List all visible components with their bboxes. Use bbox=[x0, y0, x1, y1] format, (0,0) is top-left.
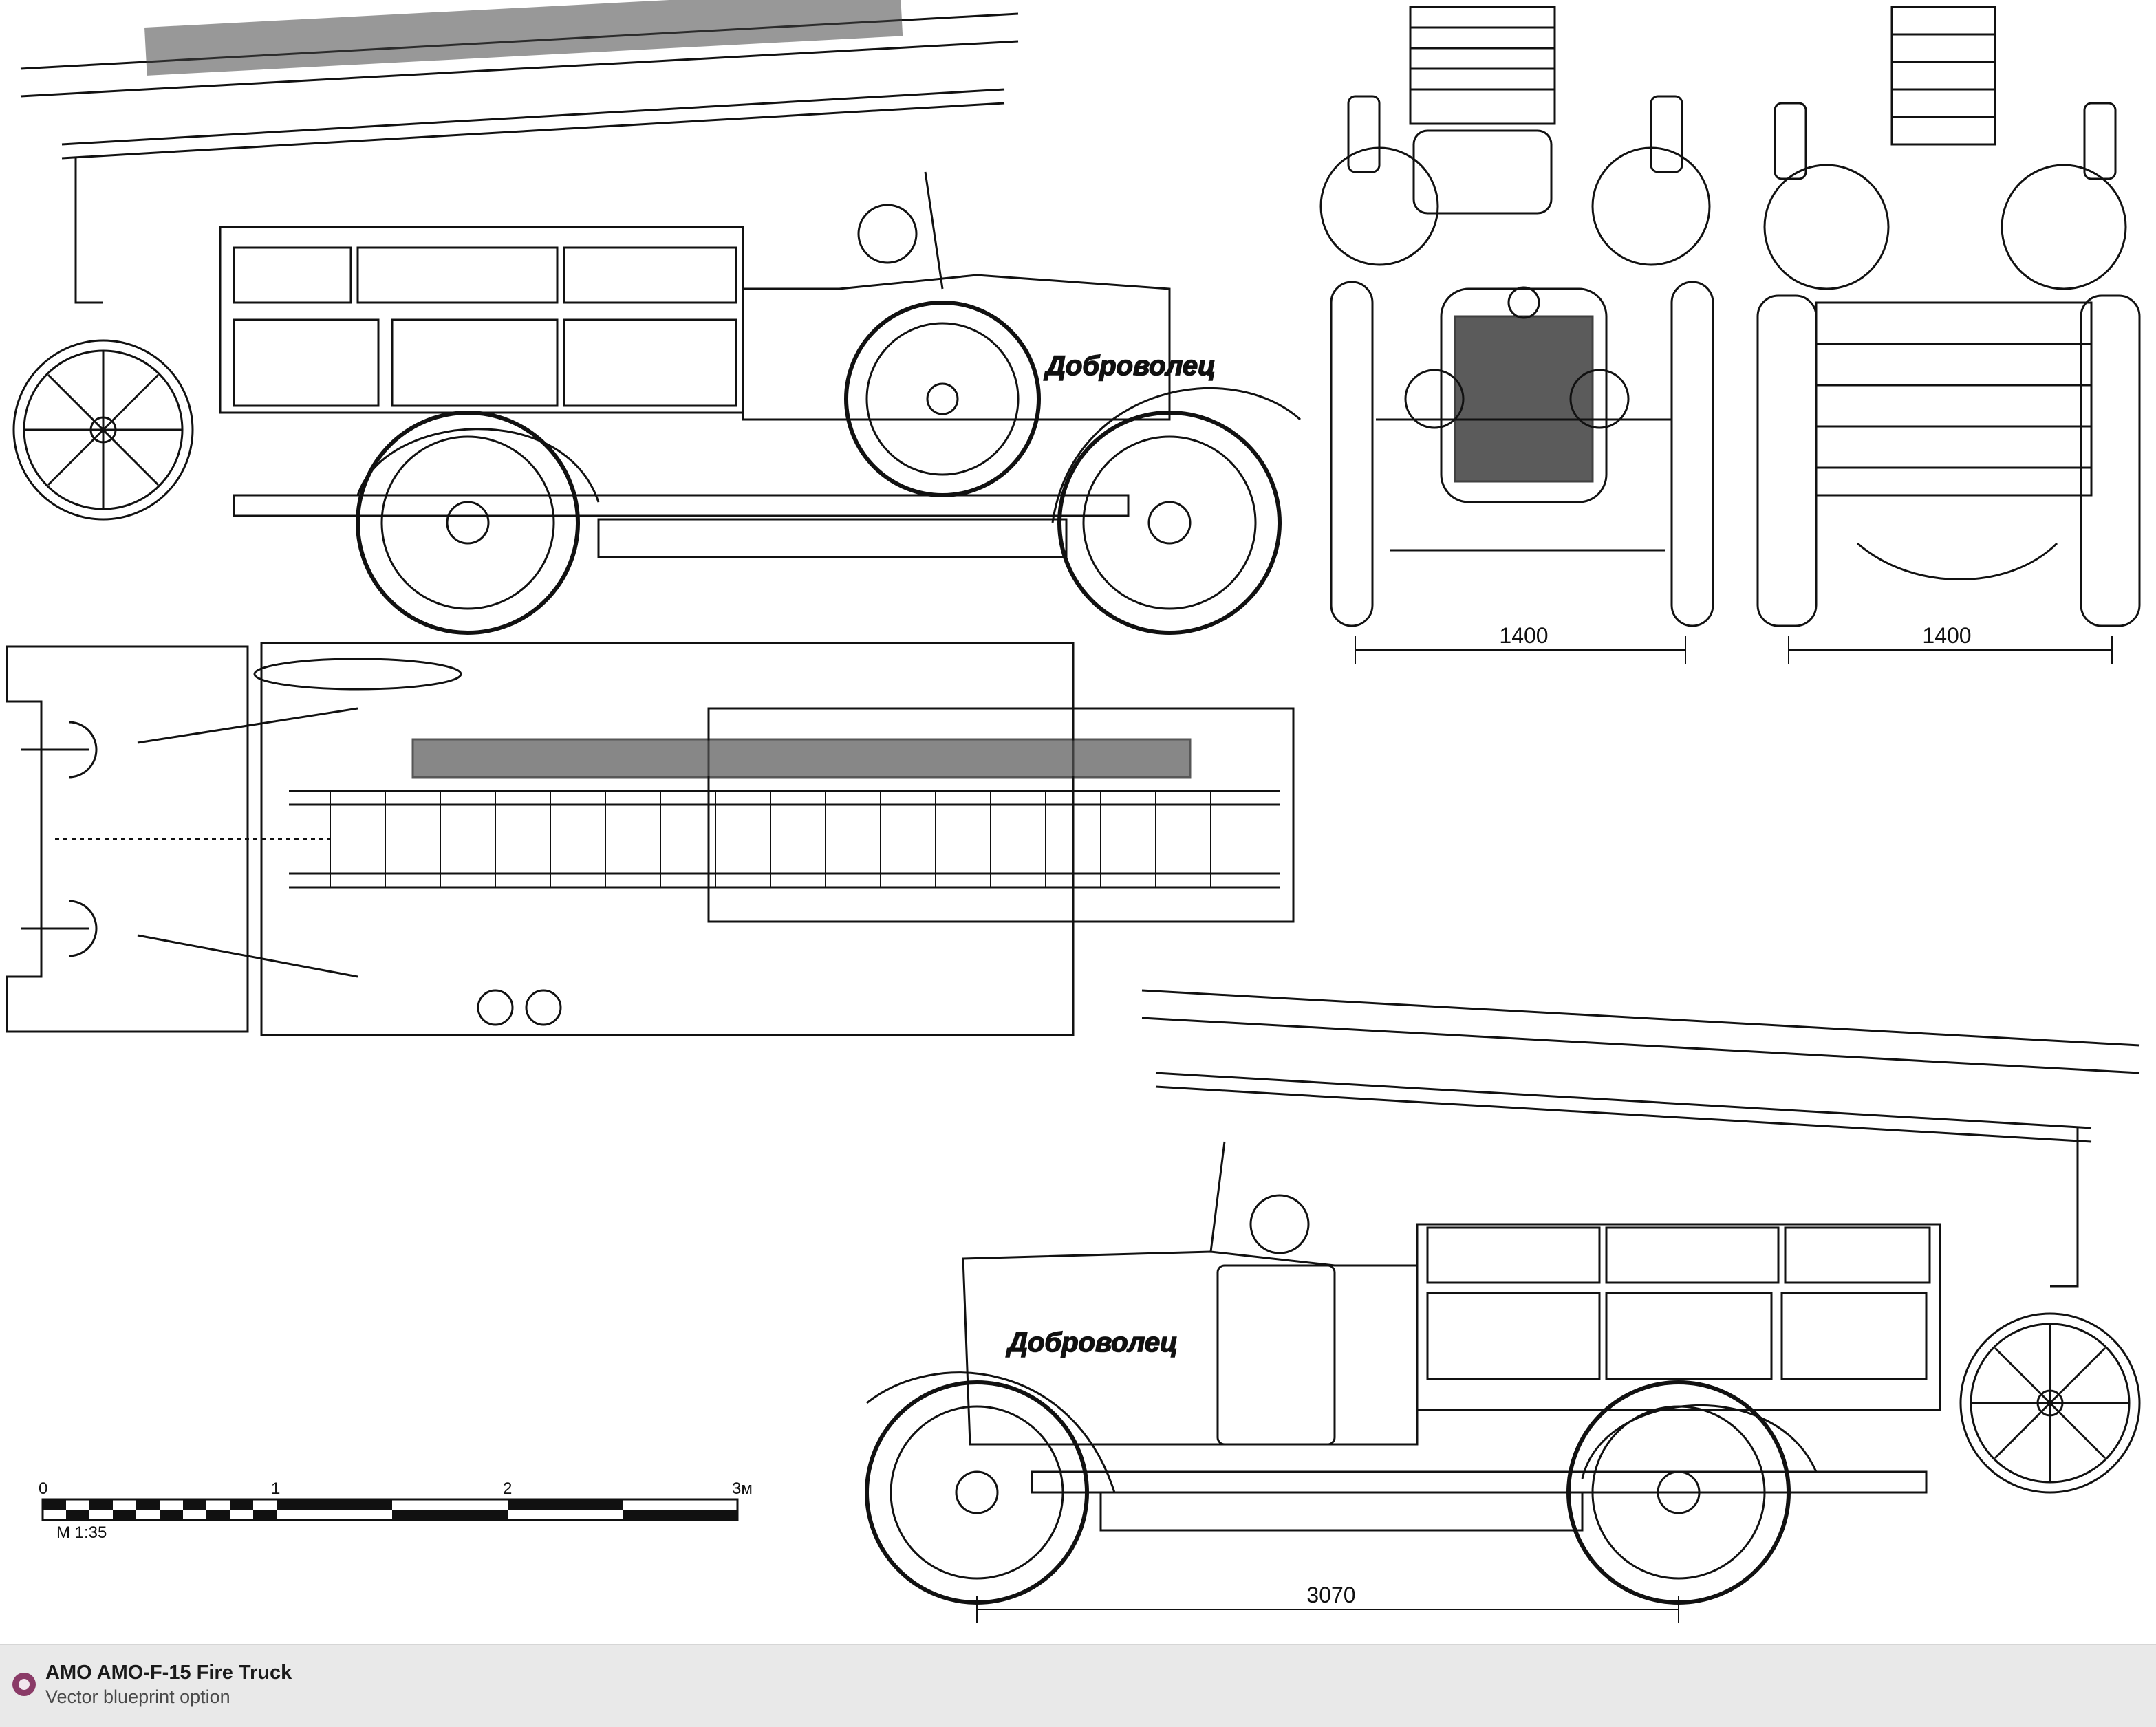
scale-label-0: 0 bbox=[39, 1479, 47, 1498]
scale-label-1: 1 bbox=[271, 1479, 280, 1498]
spare-wheel-top bbox=[253, 658, 462, 691]
site-logo-icon bbox=[12, 1673, 36, 1696]
hose-reel bbox=[12, 339, 194, 521]
side-view-left bbox=[865, 989, 2141, 1605]
front-wheel bbox=[1057, 411, 1282, 635]
scale-label-2: 2 bbox=[503, 1479, 512, 1498]
ladder-rungs-top bbox=[330, 791, 1211, 887]
footer-bar: AMO AMO-F-15 Fire Truck Vector blueprint… bbox=[0, 1644, 2156, 1727]
scale-ratio: М 1:35 bbox=[56, 1523, 107, 1542]
radiator bbox=[1454, 315, 1594, 483]
rear-wheel bbox=[356, 411, 580, 635]
wheelbase-dimension bbox=[976, 1596, 1679, 1623]
footer-subtitle: Vector blueprint option bbox=[45, 1686, 230, 1707]
front-track-dimension bbox=[1355, 636, 1686, 664]
front-view bbox=[1319, 6, 1714, 627]
spare-wheel bbox=[844, 301, 1041, 497]
body-lettering-left: Доброволец bbox=[1044, 351, 1216, 381]
wheelbase-label: 3070 bbox=[1306, 1583, 1355, 1607]
scale-label-3: 3м bbox=[732, 1479, 753, 1498]
footer-title: AMO AMO-F-15 Fire Truck bbox=[45, 1662, 292, 1684]
rear-view bbox=[1756, 6, 2141, 627]
blueprint-drawing: Доброволец 1400 bbox=[6, 0, 2141, 1623]
side-view-right bbox=[12, 0, 1302, 635]
ladder bbox=[20, 0, 1019, 304]
body-lettering-right: Доброволец bbox=[1006, 1327, 1178, 1358]
rear-track-label: 1400 bbox=[1922, 623, 1971, 648]
top-view bbox=[6, 642, 1295, 1036]
rear-track-dimension bbox=[1788, 636, 2113, 664]
scale-bar bbox=[41, 1498, 739, 1521]
front-track-label: 1400 bbox=[1499, 623, 1548, 648]
